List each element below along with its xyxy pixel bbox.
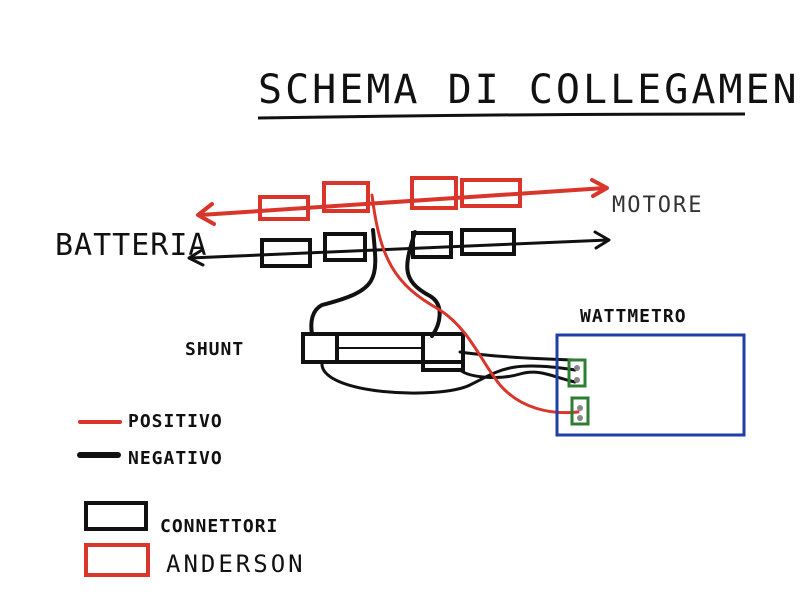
legend-connectors-label: CONNETTORI	[160, 516, 278, 537]
negative-connector-1	[260, 238, 312, 268]
negative-wire-shunt-to-motor	[405, 230, 442, 338]
positive-arrow-battery	[196, 202, 216, 226]
shunt-label: SHUNT	[185, 339, 244, 360]
negative-arrow-motor	[593, 230, 611, 250]
positive-wire-to-wattmeter	[370, 193, 580, 415]
positive-connector-1	[258, 195, 310, 221]
legend-black-connector	[84, 501, 148, 531]
negative-connector-4	[460, 228, 516, 256]
legend-negative-label: NEGATIVO	[128, 448, 223, 469]
shunt-sense-wire-1	[320, 360, 577, 395]
negative-main-wire	[188, 238, 610, 260]
wattmeter-label: WATTMETRO	[580, 306, 687, 327]
positive-arrow-motor	[590, 178, 609, 198]
shunt-sense-wire-2	[458, 368, 577, 384]
diagram-title: SCHEMA DI COLLEGAMENTO	[258, 67, 800, 113]
positive-connector-2	[322, 181, 370, 213]
negative-arrow-battery	[187, 248, 205, 267]
wattmeter-box	[555, 333, 746, 437]
negative-connector-2	[323, 232, 367, 262]
terminal-screw	[577, 415, 583, 421]
legend-positive-label: POSITIVO	[128, 411, 223, 432]
positive-connector-3	[410, 176, 458, 210]
wattmeter-terminal-top	[567, 358, 587, 388]
legend-red-connector	[84, 543, 150, 577]
shunt-terminal-left	[301, 332, 339, 364]
negative-wire-battery-to-shunt	[309, 228, 378, 336]
positive-main-wire	[198, 186, 607, 217]
terminal-screw	[577, 405, 583, 411]
positive-connector-4	[460, 178, 522, 208]
title-underline	[257, 112, 746, 120]
motor-label: MOTORE	[612, 193, 703, 218]
terminal-screw	[574, 377, 580, 383]
battery-label: BATTERIA	[55, 228, 208, 263]
negative-connector-3	[411, 231, 453, 259]
shunt-terminal-right	[421, 332, 465, 372]
wattmeter-terminal-bottom	[570, 396, 590, 426]
legend-anderson-label: ANDERSON	[166, 550, 306, 578]
terminal-screw	[574, 365, 580, 371]
